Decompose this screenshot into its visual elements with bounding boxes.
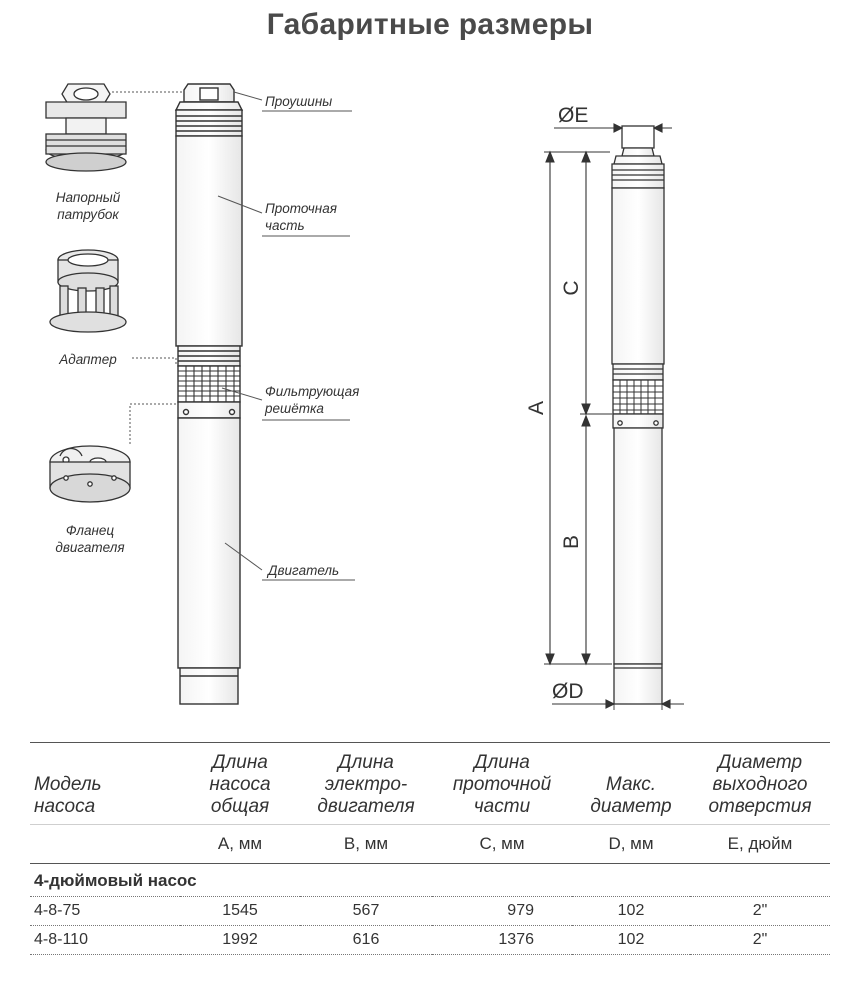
cell-e: 2"	[690, 896, 830, 926]
cell-d: 102	[572, 925, 690, 955]
dimension-lines	[544, 123, 684, 710]
dimension-a-label: A	[525, 401, 548, 415]
outlet-detail-illustration	[45, 83, 127, 172]
dimension-c-label: C	[560, 280, 583, 295]
label-flow-part-1: Проточная	[265, 201, 337, 216]
pump-outline	[611, 125, 665, 705]
label-flange-1: Фланец	[66, 523, 114, 538]
cell-a: 1545	[180, 896, 300, 926]
label-filter-2: решётка	[264, 401, 324, 416]
label-flange-2: двигателя	[55, 540, 124, 555]
label-motor: Двигатель	[266, 563, 339, 578]
pump-illustration	[174, 83, 244, 705]
unit-cell	[30, 824, 180, 864]
header-max-diameter: Макс.диаметр	[590, 774, 672, 817]
cell-d: 102	[572, 896, 690, 926]
table-section-row: 4-дюймовый насос	[30, 864, 830, 897]
cell-model: 4-8-110	[30, 925, 180, 955]
cell-e: 2"	[690, 925, 830, 955]
page-title: Габаритные размеры	[266, 8, 594, 41]
leader-lines	[112, 91, 355, 581]
dimension-e-label: ØE	[558, 104, 588, 127]
section-title: 4-дюймовый насос	[34, 871, 197, 890]
table-row: 4-8-110 1992 616 1376 102 2"	[30, 925, 830, 955]
cell-b: 567	[300, 896, 432, 926]
unit-cell: D, мм	[572, 824, 690, 864]
cell-c: 979	[432, 896, 572, 926]
unit-cell: C, мм	[432, 824, 572, 864]
pump-dimension-drawing: Проушины Проточная часть Фильтрующая реш…	[45, 83, 684, 710]
table-units-row: A, мм B, мм C, мм D, мм E, дюйм	[30, 824, 830, 864]
unit-cell: B, мм	[300, 824, 432, 864]
label-outlet-2: патрубок	[57, 207, 119, 222]
label-outlet-1: Напорный	[56, 190, 121, 205]
label-lugs: Проушины	[265, 94, 332, 109]
unit-cell: E, дюйм	[690, 824, 830, 864]
dimension-b-label: B	[560, 535, 583, 549]
dimension-d-label: ØD	[552, 680, 584, 703]
motor-flange-detail-illustration	[49, 445, 131, 503]
cell-a: 1992	[180, 925, 300, 955]
table-top-rule	[30, 742, 830, 743]
cell-c: 1376	[432, 925, 572, 955]
label-flow-part-2: часть	[265, 218, 305, 233]
adapter-detail-illustration	[49, 249, 127, 333]
cell-b: 616	[300, 925, 432, 955]
cell-model: 4-8-75	[30, 896, 180, 926]
label-filter-1: Фильтрующая	[265, 384, 359, 399]
table-row: 4-8-75 1545 567 979 102 2"	[30, 896, 830, 926]
unit-cell: A, мм	[180, 824, 300, 864]
label-adapter: Адаптер	[58, 352, 117, 367]
